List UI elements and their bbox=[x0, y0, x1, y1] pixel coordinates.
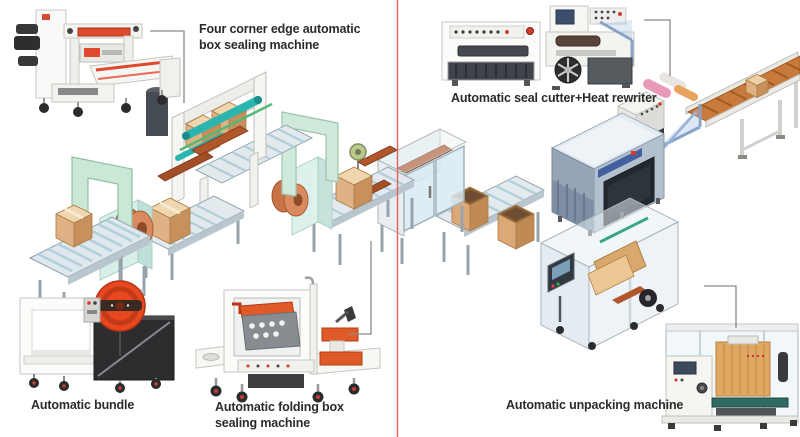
caster-wheels bbox=[39, 90, 167, 117]
label-four-corner-sealer: Four corner edge automatic box sealing m… bbox=[199, 22, 361, 53]
leader-unpacking bbox=[704, 285, 737, 328]
photo-folding-sealer bbox=[195, 276, 381, 403]
caster-wheels bbox=[556, 304, 664, 350]
leader-four-corner bbox=[150, 30, 185, 103]
photo-heat-rewriter bbox=[545, 5, 635, 90]
cardboard-box bbox=[149, 197, 191, 245]
photo-four-corner-sealer bbox=[14, 9, 181, 117]
cardboard-box bbox=[55, 204, 93, 248]
label-seal-cutter: Automatic seal cutter+Heat rewriter bbox=[451, 91, 657, 105]
hmi-panel bbox=[547, 252, 575, 322]
photo-unpacking-machine bbox=[661, 323, 799, 431]
line-four-corner-sealer bbox=[146, 71, 314, 233]
leader-folding bbox=[349, 241, 372, 335]
line-infeed-conveyor bbox=[28, 204, 152, 322]
strap-coil bbox=[94, 280, 146, 332]
photo-seal-cutter-tunnel bbox=[441, 21, 541, 86]
leader-lines bbox=[150, 19, 737, 335]
cardboard-box bbox=[335, 166, 373, 210]
caster-wheels bbox=[210, 378, 360, 403]
box-on-incline bbox=[745, 74, 769, 99]
label-unpacking: Automatic unpacking machine bbox=[506, 398, 684, 412]
label-bundle: Automatic bundle bbox=[31, 398, 135, 412]
caster-wheels bbox=[29, 374, 161, 393]
open-box bbox=[496, 204, 536, 250]
leader-seal-cutter bbox=[644, 19, 671, 76]
line-conveyor-2 bbox=[136, 195, 246, 280]
line-incline-belt-conveyor bbox=[685, 51, 800, 159]
tape-roll bbox=[349, 143, 367, 176]
label-folding-sealer: Automatic folding box sealing machine bbox=[215, 400, 344, 431]
line-case-erector bbox=[539, 197, 680, 350]
photo-bundle-machine bbox=[19, 256, 175, 393]
